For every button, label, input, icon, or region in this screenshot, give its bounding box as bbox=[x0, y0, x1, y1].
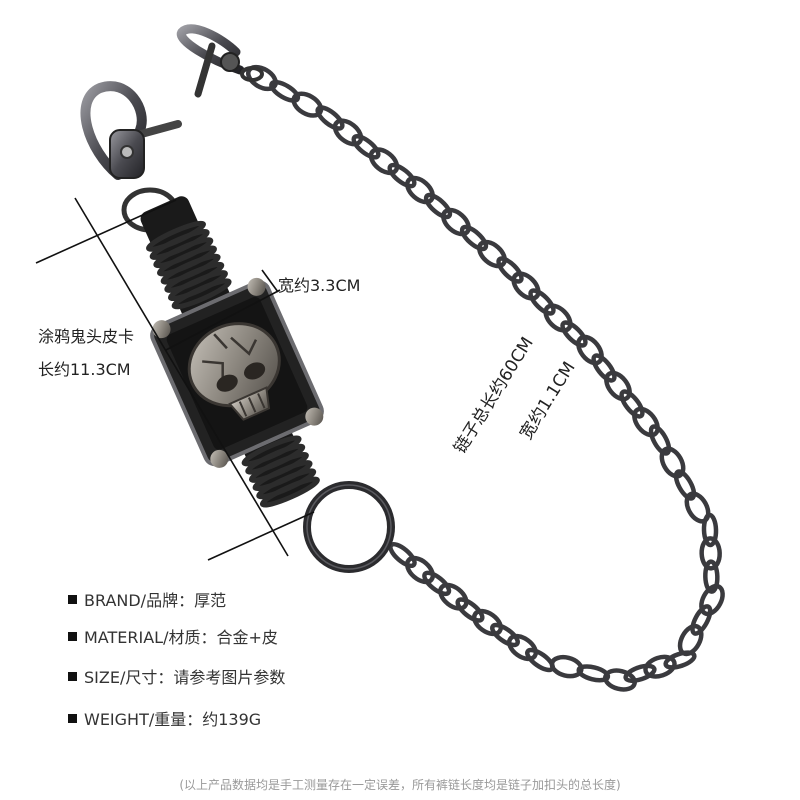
chain-link bbox=[684, 491, 711, 524]
spring-coil-bottom bbox=[241, 435, 320, 508]
leather-card-assembly bbox=[140, 196, 324, 508]
spec-weight: WEIGHT/重量： 约139G bbox=[68, 706, 261, 730]
chain-link bbox=[623, 663, 657, 683]
chain-link bbox=[490, 622, 520, 648]
spec-key: WEIGHT/重量： bbox=[84, 710, 203, 729]
chain-link bbox=[388, 541, 417, 569]
chain-link bbox=[576, 664, 611, 683]
lobster-clasp-left bbox=[80, 81, 182, 233]
spec-value: 合金+皮 bbox=[216, 628, 278, 647]
chain-link bbox=[438, 582, 469, 611]
chain-link bbox=[459, 224, 489, 252]
chain-link bbox=[699, 536, 722, 571]
chain-link bbox=[477, 239, 507, 269]
chain-link bbox=[673, 469, 697, 501]
lobster-clasp-right bbox=[176, 24, 264, 98]
chain-link bbox=[632, 406, 660, 438]
chain-link bbox=[496, 256, 524, 284]
spec-key: BRAND/品牌： bbox=[84, 591, 195, 610]
chain-link bbox=[351, 134, 381, 160]
spec-size: SIZE/尺寸： 请参考图片参数 bbox=[68, 664, 285, 688]
spec-value: 约139G bbox=[202, 710, 262, 729]
spring-coil-top bbox=[146, 220, 232, 310]
chain-link bbox=[576, 334, 604, 366]
chain-link bbox=[699, 583, 725, 617]
chain-link bbox=[471, 608, 504, 637]
chain bbox=[246, 64, 725, 692]
chain-link bbox=[619, 389, 645, 419]
chain-link bbox=[543, 303, 573, 333]
dimension-lines bbox=[35, 197, 315, 561]
chain-link bbox=[604, 370, 632, 402]
chain-link bbox=[525, 647, 555, 673]
chain-link bbox=[423, 192, 453, 220]
square-bullet-icon bbox=[68, 594, 77, 604]
chain-link bbox=[643, 654, 677, 679]
chain-link bbox=[441, 207, 471, 237]
chain-link bbox=[422, 570, 452, 597]
chain-link bbox=[648, 424, 672, 456]
chain-link bbox=[269, 79, 301, 103]
chain-link bbox=[663, 650, 697, 670]
chain-link bbox=[560, 320, 588, 348]
chain-link bbox=[506, 633, 539, 662]
spring-coil bbox=[259, 476, 320, 508]
spring-coil bbox=[171, 278, 232, 310]
skull-ornament bbox=[152, 277, 324, 468]
card-name-label: 涂鸦鬼头皮卡 bbox=[38, 327, 135, 346]
chain-link bbox=[315, 105, 345, 131]
spec-key: MATERIAL/材质： bbox=[84, 628, 217, 647]
spec-value: 厚范 bbox=[194, 591, 227, 610]
width-label: 宽约3.3CM bbox=[278, 276, 361, 295]
chain-link bbox=[659, 446, 686, 479]
card-length-label: 长约11.3CM bbox=[38, 360, 131, 379]
spec-value: 请参考图片参数 bbox=[173, 668, 286, 687]
chain-link bbox=[690, 604, 713, 636]
spec-material: MATERIAL/材质： 合金+皮 bbox=[68, 624, 278, 648]
square-bullet-icon bbox=[68, 671, 77, 681]
chain-link bbox=[701, 512, 719, 548]
chain-link bbox=[387, 162, 417, 189]
footer-note: (以上产品数据均是手工测量存在一定误差，所有裤链长度均是链子加扣头的总长度) bbox=[179, 778, 621, 792]
spec-brand: BRAND/品牌： 厚范 bbox=[68, 587, 226, 611]
chain-link bbox=[591, 353, 617, 383]
chain-link bbox=[603, 668, 637, 692]
chain-link bbox=[404, 555, 436, 585]
chain-link bbox=[455, 597, 485, 623]
chain-link bbox=[368, 147, 400, 176]
chain-link bbox=[511, 271, 541, 301]
spec-key: SIZE/尺寸： bbox=[84, 668, 174, 687]
square-bullet-icon bbox=[68, 631, 77, 641]
chain-link bbox=[246, 64, 278, 92]
chain-link bbox=[405, 175, 435, 205]
chain-link bbox=[703, 559, 720, 594]
square-bullet-icon bbox=[68, 713, 77, 723]
chain-link bbox=[528, 288, 556, 316]
chain-link bbox=[332, 118, 364, 147]
